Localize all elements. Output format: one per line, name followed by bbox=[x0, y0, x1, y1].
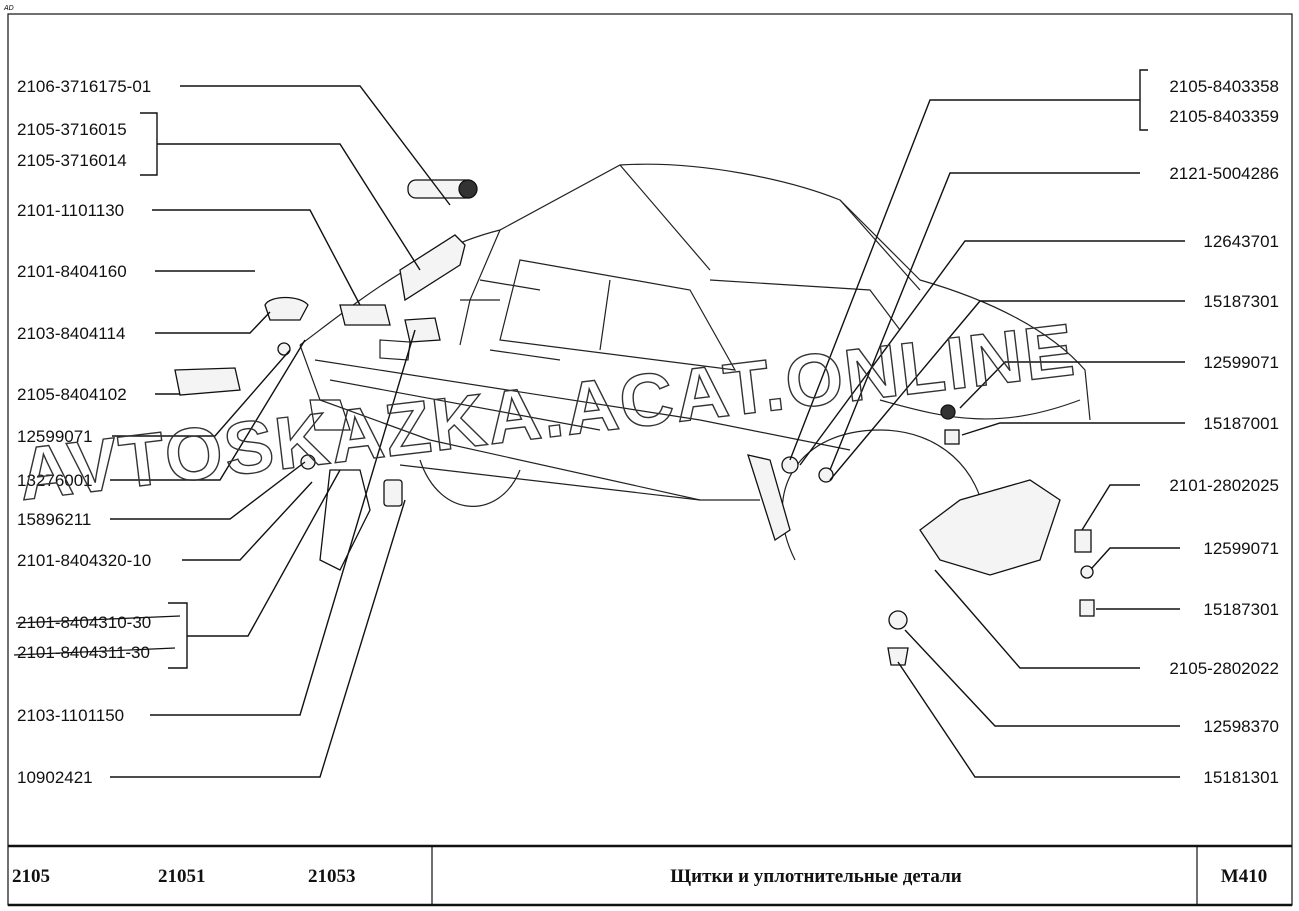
part-label: 12599071 bbox=[1203, 539, 1279, 558]
strike-line bbox=[13, 647, 176, 656]
part-label: 15187301 bbox=[1203, 292, 1279, 311]
part-label: 10902421 bbox=[17, 768, 93, 787]
part-washer bbox=[888, 610, 908, 630]
part-label: 2105-3716014 bbox=[17, 151, 127, 170]
part-bolt bbox=[887, 647, 909, 666]
part-label: 2101-1101130 bbox=[17, 201, 124, 220]
part-label: 2105-8404102 bbox=[17, 385, 127, 404]
part-label: 13276001 bbox=[17, 471, 93, 490]
part-label: 2105-8403358 bbox=[1169, 77, 1279, 96]
model-21051: 21051 bbox=[158, 866, 206, 887]
part-bracket bbox=[404, 317, 441, 343]
strike-line bbox=[15, 615, 181, 624]
part-shield bbox=[319, 469, 371, 571]
part-label: 2105-3716015 bbox=[17, 120, 127, 139]
part-label: 2101-2802025 bbox=[1169, 476, 1279, 495]
part-seal bbox=[339, 304, 391, 326]
part-label: 2101-8404160 bbox=[17, 262, 127, 281]
part-cover bbox=[399, 234, 466, 302]
part-mudguard bbox=[747, 454, 791, 542]
part-label: 15181301 bbox=[1203, 768, 1279, 787]
part-label: 15187301 bbox=[1203, 600, 1279, 619]
part-handle-knob bbox=[458, 179, 478, 199]
part-clip bbox=[264, 296, 309, 321]
model-21053: 21053 bbox=[308, 866, 356, 887]
part-label: 15896211 bbox=[17, 510, 91, 529]
corner-mark: AD bbox=[3, 5, 14, 12]
part-label: 2103-1101150 bbox=[17, 706, 124, 725]
part-bolt bbox=[818, 467, 834, 483]
part-bolt bbox=[277, 342, 291, 356]
part-label: 2105-2802022 bbox=[1169, 659, 1279, 678]
part-label: 12599071 bbox=[17, 427, 93, 446]
car-outline bbox=[299, 163, 1091, 561]
part-label: 2121-5004286 bbox=[1169, 164, 1279, 183]
part-label: 12643701 bbox=[1203, 232, 1279, 251]
part-nut bbox=[300, 454, 316, 470]
part-bolt bbox=[944, 429, 960, 445]
part-washer bbox=[781, 456, 799, 474]
leader-lines bbox=[110, 69, 1185, 778]
part-label: 2101-8404310-30 bbox=[17, 613, 151, 632]
part-pad bbox=[174, 367, 241, 396]
part-label: 2101-8404320-10 bbox=[17, 551, 151, 570]
parts bbox=[174, 179, 1095, 666]
sheet-code: M410 bbox=[1221, 866, 1267, 887]
part-bracket bbox=[1074, 529, 1092, 553]
part-label: 15187001 bbox=[1203, 414, 1279, 433]
part-screw bbox=[383, 479, 403, 507]
part-label: 12599071 bbox=[1203, 353, 1279, 372]
part-label: 2103-8404114 bbox=[17, 324, 125, 343]
title-block: 2105 21051 21053 Щитки и уплотнительные … bbox=[8, 844, 1292, 907]
right-labels: 2105-8403358 2105-8403359 2121-5004286 1… bbox=[1169, 77, 1279, 787]
model-2105: 2105 bbox=[12, 866, 50, 887]
part-washer bbox=[940, 404, 956, 420]
sheet-title: Щитки и уплотнительные детали bbox=[670, 866, 961, 887]
left-labels: 2106-3716175-01 2105-3716015 2105-371601… bbox=[13, 77, 181, 787]
watermark: AVTOSKAZKA.ACAT.ONLINE bbox=[14, 308, 1080, 516]
part-washer bbox=[1080, 565, 1094, 579]
part-label: 2106-3716175-01 bbox=[17, 77, 151, 96]
part-under-shield bbox=[919, 479, 1061, 576]
part-label: 12598370 bbox=[1203, 717, 1279, 736]
part-bolt bbox=[1079, 599, 1095, 617]
part-label: 2105-8403359 bbox=[1169, 107, 1279, 126]
